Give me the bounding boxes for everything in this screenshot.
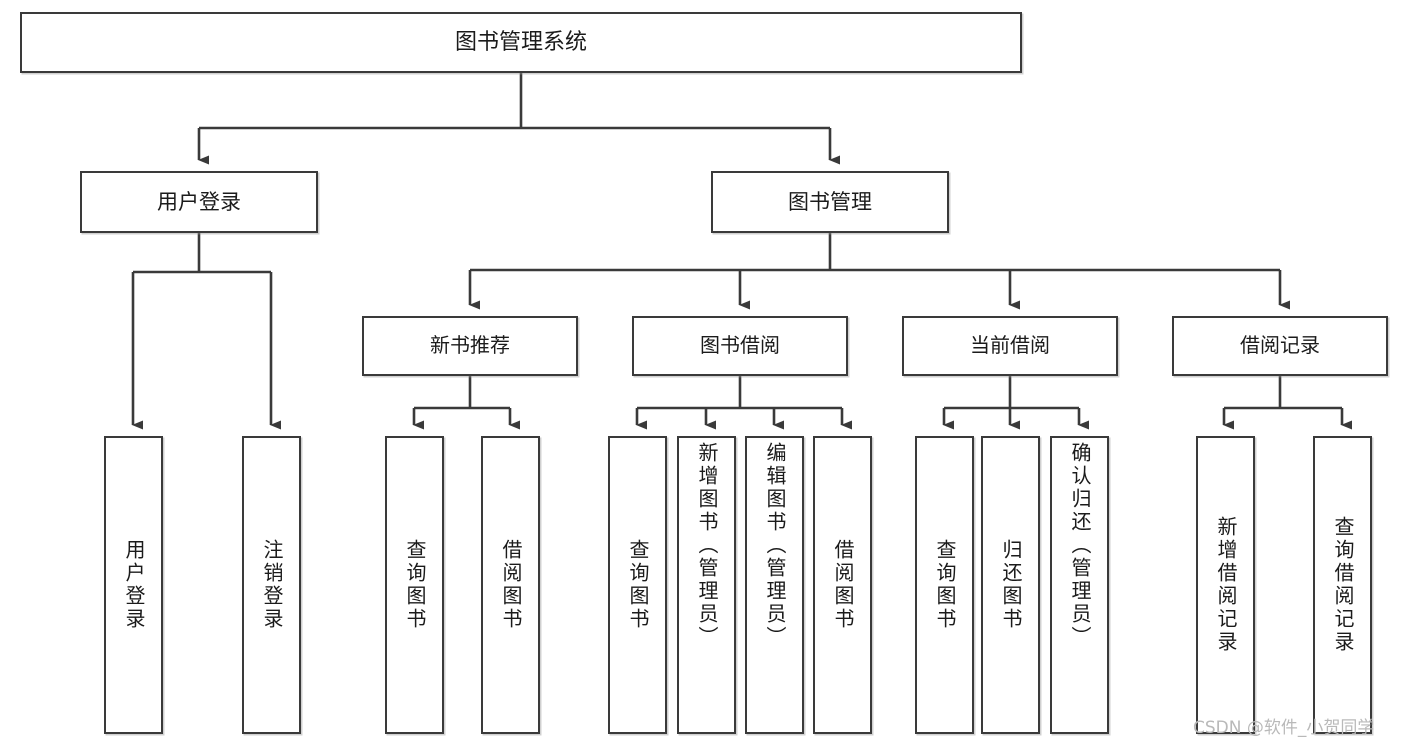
node-leaf-confirm-return-admin[interactable]: 确认归还（管理员）: [1050, 436, 1109, 734]
node-leaf-query-book-borrow-label: 查询图书: [626, 539, 650, 631]
node-book-borrow-label: 图书借阅: [700, 333, 780, 358]
node-root[interactable]: 图书管理系统: [20, 12, 1022, 73]
node-leaf-borrow-book-label: 借阅图书: [831, 539, 855, 631]
node-current-borrow[interactable]: 当前借阅: [902, 316, 1118, 376]
node-leaf-add-book-admin[interactable]: 新增图书（管理员）: [677, 436, 736, 734]
node-leaf-return-book-label: 归还图书: [999, 539, 1023, 631]
node-root-label: 图书管理系统: [454, 29, 587, 55]
node-leaf-borrow-book-rec[interactable]: 借阅图书: [481, 436, 540, 734]
node-book-manage-label: 图书管理: [788, 189, 872, 214]
node-leaf-query-book-rec[interactable]: 查询图书: [385, 436, 444, 734]
node-leaf-user-login-label: 用户登录: [122, 539, 146, 631]
node-leaf-logout-login[interactable]: 注销登录: [242, 436, 301, 734]
node-leaf-user-login[interactable]: 用户登录: [104, 436, 163, 734]
node-leaf-add-borrow-record-label: 新增借阅记录: [1214, 516, 1238, 654]
node-leaf-edit-book-admin-label: 编辑图书（管理员）: [763, 442, 787, 649]
node-leaf-borrow-book-rec-label: 借阅图书: [499, 539, 523, 631]
node-leaf-query-book-current[interactable]: 查询图书: [915, 436, 974, 734]
node-leaf-add-borrow-record[interactable]: 新增借阅记录: [1196, 436, 1255, 734]
node-borrow-record[interactable]: 借阅记录: [1172, 316, 1388, 376]
node-leaf-query-borrow-record[interactable]: 查询借阅记录: [1313, 436, 1372, 734]
node-user-login[interactable]: 用户登录: [80, 171, 318, 233]
node-leaf-add-book-admin-label: 新增图书（管理员）: [695, 442, 719, 649]
node-new-book-recommend[interactable]: 新书推荐: [362, 316, 578, 376]
node-leaf-query-book-current-label: 查询图书: [933, 539, 957, 631]
node-book-borrow[interactable]: 图书借阅: [632, 316, 848, 376]
node-leaf-logout-login-label: 注销登录: [260, 539, 284, 631]
node-borrow-record-label: 借阅记录: [1240, 333, 1320, 358]
node-user-login-label: 用户登录: [157, 189, 241, 214]
node-leaf-edit-book-admin[interactable]: 编辑图书（管理员）: [745, 436, 804, 734]
node-leaf-borrow-book[interactable]: 借阅图书: [813, 436, 872, 734]
node-leaf-query-book-rec-label: 查询图书: [403, 539, 427, 631]
node-leaf-query-book-borrow[interactable]: 查询图书: [608, 436, 667, 734]
node-leaf-return-book[interactable]: 归还图书: [981, 436, 1040, 734]
node-leaf-query-borrow-record-label: 查询借阅记录: [1331, 516, 1355, 654]
csdn-watermark: CSDN @软件_小贺同学: [1193, 718, 1375, 738]
node-leaf-confirm-return-admin-label: 确认归还（管理员）: [1068, 442, 1092, 649]
node-book-manage[interactable]: 图书管理: [711, 171, 949, 233]
node-new-book-recommend-label: 新书推荐: [430, 333, 510, 358]
node-current-borrow-label: 当前借阅: [970, 333, 1050, 358]
